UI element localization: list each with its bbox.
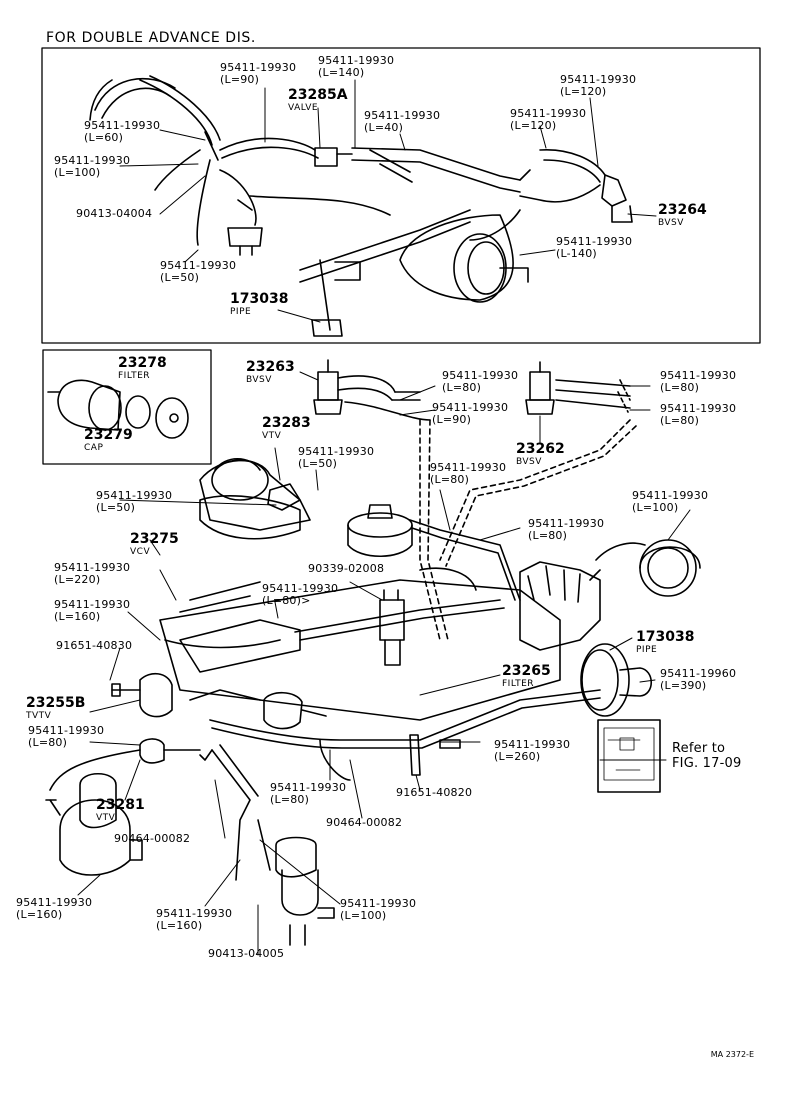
hose-l40-label: 95411-19930(L=40)	[364, 109, 441, 134]
hose-l100b-label: 95411-19930(L=100)	[340, 897, 417, 922]
hose-l100a-label: 95411-19930(L=100)	[632, 489, 709, 514]
filter-box-frame	[42, 349, 212, 465]
leader-lines	[77, 79, 691, 956]
t-valve-label: 90339-02008	[308, 562, 385, 575]
hose-l120-label-a: 95411-19930(L=120)	[560, 73, 637, 98]
hose-l140b-label: 95411-19930(L-140)	[556, 235, 633, 260]
main-drawing	[45, 359, 701, 946]
hose-l390-label: 95411-19960(L=390)	[660, 667, 737, 692]
hose-l80g-label: 95411-19930(L=80)	[28, 724, 105, 749]
hose-l160c-label: 95411-19930(L=160)	[156, 907, 233, 932]
hose-l160a-label: 95411-19930(L=160)	[54, 598, 131, 623]
hose-l90-main-label: 95411-19930(L=90)	[432, 401, 509, 426]
hose-l80e-label: 95411-19930(L=80)	[528, 517, 605, 542]
hose-l220-label: 95411-19930(L=220)	[54, 561, 131, 586]
hose-l90-label: 95411-19930(L=90)	[220, 61, 297, 86]
filter-cap-drawing	[47, 379, 189, 439]
top-panel-drawing	[89, 75, 633, 337]
hose-l80a-label: 95411-19930(L=80)	[442, 369, 519, 394]
hose-l50-label: 95411-19930(L=50)	[160, 259, 237, 284]
hose-l50a-label: 95411-19930(L=50)	[298, 445, 375, 470]
bolt-label: 91651-40820	[396, 786, 473, 799]
page-title: FOR DOUBLE ADVANCE DIS.	[46, 30, 256, 46]
hose-l100-label: 95411-19930(L=100)	[54, 154, 131, 179]
hose-l160b-label: 95411-19930(L=160)	[16, 896, 93, 921]
hose-l80d-label: 95411-19930(L=80)	[430, 461, 507, 486]
clamp-label: 90413-04004	[76, 207, 153, 220]
drawing-code: MA 2372-E	[710, 1050, 754, 1059]
hose-l80h-label: 95411-19930(L=80)	[270, 781, 347, 806]
bracket-label: 91651-40830	[56, 639, 133, 652]
clamp-a-label: 90464-00082	[326, 816, 403, 829]
hose-l260-label: 95411-19930(L=260)	[494, 738, 571, 763]
hose-l50b-label: 95411-19930(L=50)	[96, 489, 173, 514]
hose-l60-label: 95411-19930(L=60)	[84, 119, 161, 144]
top-panel-frame	[41, 47, 761, 344]
hose-l80b-label: 95411-19930(L=80)	[660, 369, 737, 394]
clamp-b-label: 90464-00082	[114, 832, 191, 845]
hose-l80c-label: 95411-19930(L=80)	[660, 402, 737, 427]
hose-l140-label: 95411-19930(L=140)	[318, 54, 395, 79]
clamp-c-label: 90413-04005	[208, 947, 285, 960]
hose-l120-label-b: 95411-19930(L=120)	[510, 107, 587, 132]
refer-thumbnail	[597, 719, 661, 793]
hose-l80f-label: 95411-19930(L=80)>	[262, 582, 339, 607]
